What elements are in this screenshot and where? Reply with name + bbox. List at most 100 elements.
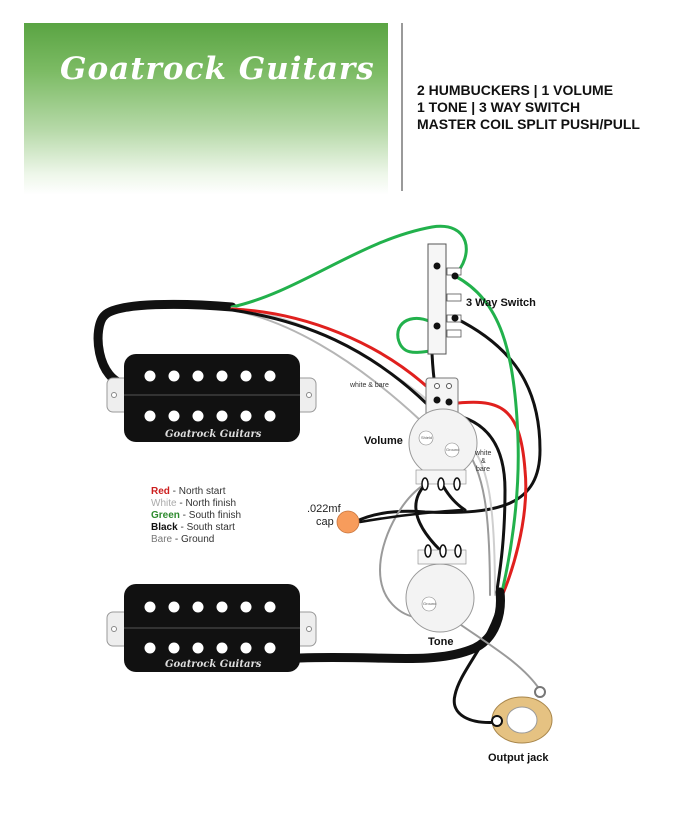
- vol-lug-black: [439, 480, 467, 512]
- legend-black-name: Black: [151, 522, 178, 533]
- switch-lug-3: [433, 322, 441, 330]
- jack-sleeve-lug: [534, 686, 546, 698]
- bridge-pickup: Goatrock Guitars: [106, 584, 317, 672]
- bridge-top-pole-5: [240, 601, 252, 613]
- cap-lead-left: [379, 483, 426, 619]
- volume-ground-text: Ground: [446, 447, 459, 452]
- neck-bottom-pole-2: [168, 410, 180, 422]
- volume-switch-lug-1: [434, 383, 440, 389]
- switch-tab-4: [446, 329, 462, 338]
- legend-red-name: Red: [151, 486, 170, 497]
- neck-pickup-body: [124, 354, 300, 442]
- switch-green-loop: [396, 316, 439, 354]
- bridge-bottom-pole-3: [192, 642, 204, 654]
- switch-body: [427, 243, 447, 355]
- legend-white-name: White: [151, 498, 177, 509]
- bridge-top-pole-3: [192, 601, 204, 613]
- switch-lug-2: [451, 272, 459, 280]
- bridge-mount-screw-right: [306, 626, 312, 632]
- neck-top-pole-2: [168, 370, 180, 382]
- volume-switch-lug-3: [433, 396, 441, 404]
- legend-red-desc: - North start: [170, 486, 226, 497]
- bridge-bottom-pole-6: [264, 642, 276, 654]
- bridge-pickup-cable: [295, 587, 505, 664]
- bridge-top-pole-2: [168, 601, 180, 613]
- legend-green-name: Green: [151, 510, 180, 521]
- spec-line-3: MASTER COIL SPLIT PUSH/PULL: [417, 116, 640, 132]
- jack-ring-inner: [506, 706, 538, 734]
- spec-line-1: 2 HUMBUCKERS | 1 VOLUME: [417, 82, 614, 98]
- switch-lug-1: [433, 262, 441, 270]
- legend-row-red: Red - North start: [151, 486, 226, 497]
- neck-bottom-pole-4: [216, 410, 228, 422]
- legend-row-bare: Bare - Ground: [151, 534, 214, 545]
- bridge-poles-bottom: [144, 642, 276, 654]
- tone-ground-text: Ground: [423, 601, 436, 606]
- switch-tab-2: [446, 293, 462, 302]
- white-bare-top-label: white & bare: [349, 382, 389, 389]
- capacitor-body: [336, 510, 360, 534]
- header-banner: Goatrock Guitars: [24, 23, 388, 195]
- volume-shield-text: Shield: [421, 435, 432, 440]
- jack-tip-lug: [491, 715, 503, 727]
- cap-lead-right: [358, 508, 464, 524]
- volume-lug-1: [421, 477, 429, 491]
- neck-top-pole-6: [264, 370, 276, 382]
- switch-lug-4: [451, 314, 459, 322]
- switch-label: 3 Way Switch: [466, 297, 536, 309]
- legend-row-white: White - North finish: [151, 498, 236, 509]
- bridge-bottom-pole-4: [216, 642, 228, 654]
- legend-white-desc: - North finish: [177, 498, 236, 509]
- neck-bottom-pole-1: [144, 410, 156, 422]
- legend-row-black: Black - South start: [151, 522, 235, 533]
- bridge-bottom-pole-5: [240, 642, 252, 654]
- legend-row-green: Green - South finish: [151, 510, 241, 521]
- tone-lug-3: [454, 544, 462, 558]
- volume-shield-dot: [418, 430, 434, 446]
- vol-to-tone-black: [414, 482, 442, 552]
- white-bare-right-label-1: white: [474, 450, 491, 457]
- neck-poles-bottom: [144, 410, 276, 422]
- neck-pickup-brand: Goatrock Guitars: [165, 429, 262, 440]
- spec-block: 2 HUMBUCKERS | 1 VOLUME 1 TONE | 3 WAY S…: [417, 82, 640, 133]
- three-way-switch: 3 Way Switch: [427, 243, 536, 355]
- volume-switch-lug-2: [446, 383, 452, 389]
- volume-lug-2: [437, 477, 445, 491]
- neck-green-wire: [230, 224, 468, 309]
- tone-pot: Ground Tone: [405, 544, 475, 648]
- neck-top-pole-3: [192, 370, 204, 382]
- bridge-mount-screw-left: [111, 626, 117, 632]
- volume-label: Volume: [364, 435, 403, 447]
- tone-label: Tone: [428, 636, 453, 648]
- jack-hot-wire: [452, 598, 502, 725]
- switch-black-wire: [353, 316, 542, 524]
- wire-color-legend: Red - North start White - North finish G…: [151, 486, 241, 545]
- tone-lug-2: [439, 544, 447, 558]
- capacitor-value-label: .022mf: [307, 503, 342, 515]
- bridge-poles-top: [144, 601, 276, 613]
- brand-logo-text: Goatrock Guitars: [60, 51, 375, 87]
- neck-black-wire: [230, 308, 439, 416]
- legend-green-desc: - South finish: [180, 510, 241, 521]
- neck-red-wire: [230, 307, 439, 398]
- neck-bottom-pole-5: [240, 410, 252, 422]
- volume-lug-3: [453, 477, 461, 491]
- neck-mount-screw-left: [111, 392, 117, 398]
- neck-pickup-cable: [93, 299, 237, 390]
- neck-top-pole-5: [240, 370, 252, 382]
- bridge-top-pole-1: [144, 601, 156, 613]
- white-bare-right-label-2: &: [481, 458, 486, 465]
- neck-bottom-pole-3: [192, 410, 204, 422]
- bridge-bottom-pole-1: [144, 642, 156, 654]
- capacitor-unit-label: cap: [316, 516, 334, 528]
- neck-mount-screw-right: [306, 392, 312, 398]
- volume-green-wire: [453, 274, 520, 602]
- neck-top-pole-4: [216, 370, 228, 382]
- volume-pot: Shield Ground Volume white & bare white …: [349, 377, 491, 491]
- neck-pickup: Goatrock Guitars: [106, 354, 317, 442]
- bridge-pickup-brand: Goatrock Guitars: [165, 659, 262, 670]
- legend-bare-name: Bare: [151, 534, 173, 545]
- bridge-bottom-pole-2: [168, 642, 180, 654]
- output-jack: Output jack: [488, 686, 553, 764]
